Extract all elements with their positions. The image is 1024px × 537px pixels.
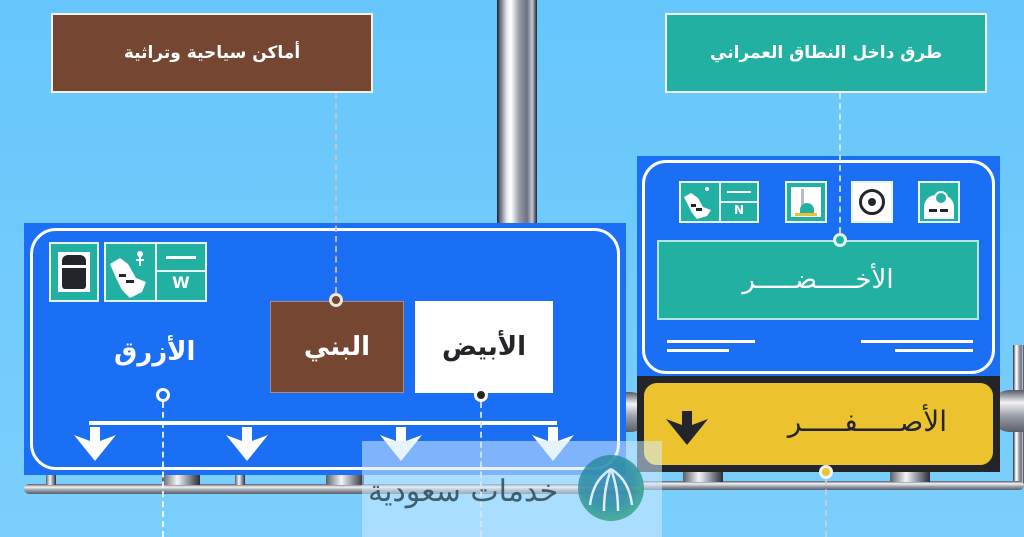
clamp bbox=[683, 470, 723, 482]
connector-green bbox=[839, 93, 841, 233]
route-w-icon: W bbox=[155, 242, 207, 302]
kaaba-icon bbox=[49, 242, 99, 302]
text-line bbox=[895, 349, 973, 352]
route-n-icon: N bbox=[719, 181, 759, 223]
white-label: الأبيض bbox=[441, 332, 527, 362]
connector-dot-yellow bbox=[819, 465, 833, 479]
route-letter: W bbox=[172, 273, 190, 292]
brown-label: البني bbox=[303, 332, 371, 362]
clamp bbox=[326, 473, 364, 485]
white-sign-panel: الأبيض bbox=[415, 301, 553, 393]
down-arrow-icon bbox=[74, 427, 116, 461]
left-sign: W البني الأبيض الأزرق bbox=[24, 223, 626, 475]
callout-tourist-heritage: أماكن سياحية وتراثية bbox=[51, 13, 373, 93]
connector-dot-white bbox=[474, 388, 488, 402]
sign-pole-vertical bbox=[497, 0, 537, 225]
blue-label: الأزرق bbox=[114, 337, 196, 367]
ring-road-icon bbox=[918, 181, 960, 223]
clamp bbox=[235, 473, 245, 485]
yellow-label: الأصـــــفـــــر bbox=[787, 405, 947, 438]
yellow-sign-panel: الأصـــــفـــــر bbox=[641, 380, 996, 468]
callout-urban-roads-text: طرق داخل النطاق العمراني bbox=[710, 43, 942, 63]
watermark-logo-icon bbox=[578, 455, 644, 521]
sign-support-bar-left bbox=[24, 484, 644, 494]
green-sign-panel: الأخـــــضـــــر bbox=[657, 240, 979, 320]
clamp bbox=[162, 473, 200, 485]
lane-divider-line bbox=[89, 421, 557, 425]
connector-dot-brown bbox=[329, 293, 343, 307]
watermark-text: خدمات سعودية bbox=[368, 474, 559, 509]
right-sign-border bbox=[642, 160, 995, 374]
saudi-map-icon bbox=[679, 181, 721, 223]
prophet-mosque-icon bbox=[785, 181, 827, 223]
callout-urban-roads: طرق داخل النطاق العمراني bbox=[665, 13, 987, 93]
text-line bbox=[667, 340, 755, 343]
connector-blue bbox=[162, 402, 164, 537]
text-line bbox=[667, 349, 729, 352]
city-center-icon bbox=[851, 181, 893, 223]
brown-sign-panel: البني bbox=[270, 301, 404, 393]
callout-tourist-heritage-text: أماكن سياحية وتراثية bbox=[123, 43, 301, 63]
connector-dot-green bbox=[833, 233, 847, 247]
route-letter: N bbox=[733, 203, 745, 217]
connector-dot-blue bbox=[156, 388, 170, 402]
clamp bbox=[46, 473, 56, 485]
sign-support-bar-right bbox=[640, 481, 1024, 490]
saudi-map-icon bbox=[104, 242, 157, 302]
clamp bbox=[890, 470, 930, 482]
left-sign-border bbox=[30, 228, 620, 470]
text-line bbox=[861, 340, 973, 343]
down-arrow-icon bbox=[226, 427, 268, 461]
green-label: الأخـــــضـــــر bbox=[742, 265, 894, 295]
down-arrow-icon bbox=[666, 411, 708, 445]
right-sign-blue: N الأخـــــضـــــر bbox=[637, 156, 1000, 381]
connector-brown bbox=[335, 93, 337, 293]
connector-yellow bbox=[825, 479, 827, 537]
